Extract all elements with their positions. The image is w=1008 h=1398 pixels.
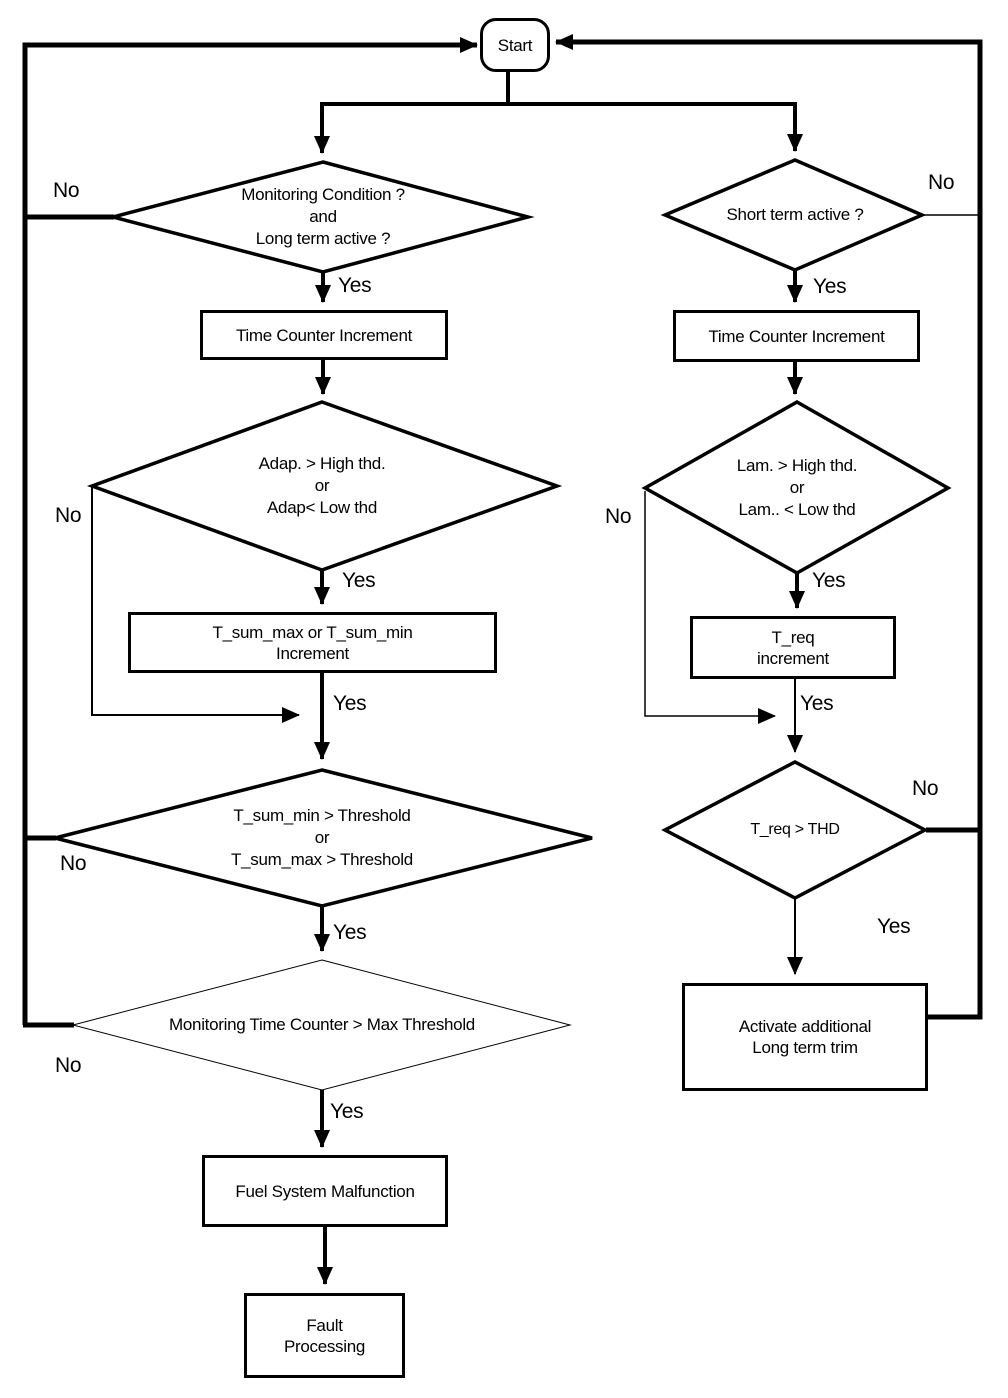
edge-lam-no-bypass <box>644 491 776 724</box>
edge-label-yes: Yes <box>877 915 911 938</box>
decision-monitoring-condition-shape <box>106 160 535 274</box>
decision-lam-threshold-shape <box>641 399 952 576</box>
edge-label-no: No <box>605 505 632 528</box>
edge-label-yes: Yes <box>333 921 367 944</box>
decision-t-req-thd-shape <box>661 760 929 900</box>
edge-label-no: No <box>55 1054 82 1077</box>
edge-label-yes: Yes <box>813 275 847 298</box>
edge-label-no: No <box>928 171 955 194</box>
decision-short-term-active-shape <box>660 158 927 272</box>
process-label: Time Counter Increment <box>235 325 413 345</box>
start-node-label: Start <box>497 35 533 55</box>
process-time-counter-increment-right: Time Counter Increment <box>673 310 920 362</box>
decision-adap-threshold-shape <box>86 400 563 572</box>
decision-monitoring-time-counter-label: Monitoring Time Counter > Max Threshold <box>169 1015 475 1034</box>
decision-monitoring-time-counter-shape <box>71 959 572 1091</box>
start-node: Start <box>480 18 550 72</box>
edge-label-no: No <box>53 179 80 202</box>
edge-label-yes: Yes <box>812 569 846 592</box>
edge-label-yes: Yes <box>800 692 834 715</box>
decision-t-req-thd-label: T_req > THD <box>750 821 840 838</box>
edge-label-no: No <box>55 504 82 527</box>
process-time-counter-increment-left: Time Counter Increment <box>200 310 448 360</box>
process-label: Time Counter Increment <box>708 326 885 346</box>
edge-label-yes: Yes <box>333 692 367 715</box>
edge-label-no: No <box>912 777 939 800</box>
decision-short-term-active-label: Short term active ? <box>726 205 864 224</box>
edge-right-rail-to-start <box>555 34 983 1020</box>
edge-label-yes: Yes <box>338 274 372 297</box>
edge-left-rail-to-start <box>22 37 478 1025</box>
decision-t-sum-threshold-shape <box>54 768 593 908</box>
edge-label-yes: Yes <box>342 569 376 592</box>
process-fuel-system-malfunction: Fuel System Malfunction <box>202 1155 448 1227</box>
edge-label-yes: Yes <box>330 1100 364 1123</box>
edge-adap-no-bypass <box>91 487 300 723</box>
edge-label-no: No <box>60 852 87 875</box>
process-label: Fuel System Malfunction <box>235 1181 415 1201</box>
